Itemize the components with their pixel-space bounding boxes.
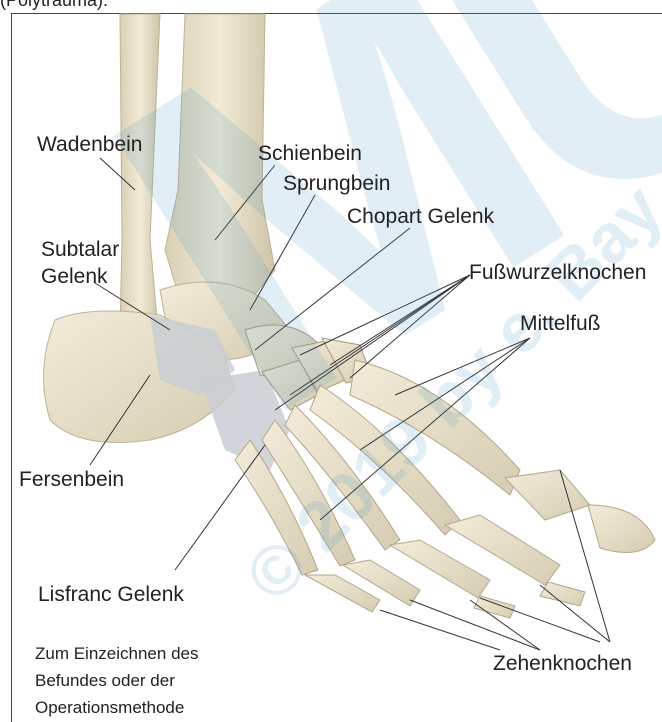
label-schienbein: Schienbein bbox=[258, 142, 362, 166]
label-chopart-gelenk: Chopart Gelenk bbox=[347, 205, 494, 229]
phalanx-big-distal bbox=[588, 505, 655, 553]
drawing-note: Zum Einzeichnen des Befundes oder der Op… bbox=[35, 640, 198, 721]
phalanx-big-proximal bbox=[505, 470, 590, 520]
label-zehenknochen: Zehenknochen bbox=[493, 652, 632, 676]
label-subtalar-gelenk: Subtalar Gelenk bbox=[41, 236, 119, 290]
label-lisfranc-gelenk: Lisfranc Gelenk bbox=[38, 583, 184, 607]
phalanx-tip-2 bbox=[540, 582, 585, 606]
label-sprungbein: Sprungbein bbox=[283, 172, 390, 196]
label-mittelfuss: Mittelfuß bbox=[520, 312, 601, 336]
fibula-bone bbox=[120, 14, 160, 330]
label-fersenbein: Fersenbein bbox=[19, 468, 124, 492]
label-wadenbein: Wadenbein bbox=[37, 133, 142, 157]
label-fusswurzelknochen: Fußwurzelknochen bbox=[469, 261, 646, 285]
